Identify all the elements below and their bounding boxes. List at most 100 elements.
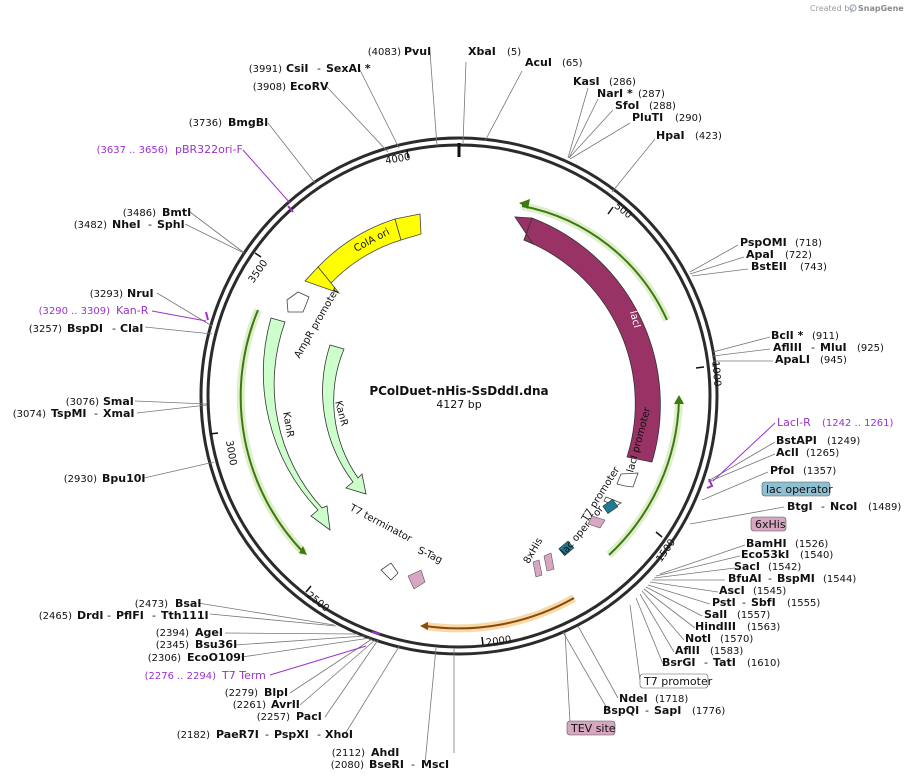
sali-pos: (1557) [737, 610, 770, 621]
credit-brand: SnapGene [858, 4, 904, 13]
ndei-name: NdeI [619, 692, 648, 705]
bamhi-name: BamHI [746, 537, 787, 550]
laci-body [523, 217, 661, 463]
bmgbi-pos: (3736) [189, 118, 222, 129]
bpu10i-name: Bpu10I [102, 472, 146, 485]
tspmi-pos: (3074) [13, 409, 46, 420]
xbai-pos: (5) [507, 47, 521, 58]
his8-arrow-1 [532, 559, 543, 578]
eco53ki-pos: (1540) [800, 550, 833, 561]
site-connectors [134, 51, 785, 765]
paer7i-pos: (2182) [177, 730, 210, 741]
kanr-primer-range: (3290 .. 3309) [39, 306, 111, 317]
paci-pos: (2257) [257, 712, 290, 723]
bspdi-sep: - [112, 322, 116, 335]
stag-arrow [407, 569, 426, 590]
bcli-pos: (911) [812, 331, 839, 342]
tspmi-sep: - [94, 407, 98, 420]
clai-name: ClaI [120, 322, 143, 335]
bspdi-name: BspDI [67, 322, 103, 335]
saci-name: SacI [734, 560, 760, 573]
blpi-name: BlpI [264, 686, 288, 699]
tspmi-name: TspMI [51, 407, 87, 420]
tick-3000: 3000 [223, 440, 238, 467]
mlui-pos: (925) [857, 343, 884, 354]
aflii-name: AflII [675, 644, 700, 657]
nari-name: NarI * [597, 87, 633, 100]
sbfi-name: SbfI [751, 596, 776, 609]
his8-arrow-2 [543, 552, 555, 572]
noti-name: NotI [685, 632, 711, 645]
kanr-outer-label: KanR [280, 411, 295, 438]
plasmid-length: 4127 bp [436, 398, 481, 411]
ecorv-name: EcoRV [290, 80, 329, 93]
sali-name: SalI [704, 608, 727, 621]
lac-operator-box-2 [558, 540, 575, 557]
pbr322ori-name: pBR322ori-F [175, 143, 243, 156]
ncoi-pos: (1489) [868, 502, 901, 513]
bsteii-name: BstEII [751, 260, 787, 273]
tick-4000: 4000 [384, 152, 411, 167]
afliii-sep: - [811, 341, 815, 354]
pvui-name: PvuI [404, 45, 431, 58]
nhei-sep: - [148, 218, 152, 231]
pflfi-sep: - [152, 609, 156, 622]
agei-name: AgeI [195, 626, 223, 639]
kasi-name: KasI [573, 75, 600, 88]
xhoi-name: XhoI [325, 728, 353, 741]
bspmi-name: BspMI [777, 572, 815, 585]
tick-3500: 3500 [247, 258, 271, 285]
tev-site-tag [566, 720, 616, 736]
t7-promoter-tag [639, 673, 709, 689]
eco53ki-name: Eco53kI [741, 548, 789, 561]
pfoi-name: PfoI [770, 464, 795, 477]
laci-label: lacI [627, 310, 642, 330]
ndei-pos: (1718) [655, 694, 688, 705]
laci-r-range: (1242 .. 1261) [822, 418, 894, 429]
nari-pos: (287) [638, 89, 665, 100]
pspxi-sep: - [317, 728, 321, 741]
bsu36i-name: Bsu36I [195, 638, 237, 651]
bfuai-sep: - [768, 572, 772, 585]
avrii-name: AvrII [271, 698, 300, 711]
cola-ori-arrowhead [304, 266, 341, 294]
bstapi-pos: (1249) [827, 436, 860, 447]
bsteii-pos: (743) [800, 262, 827, 273]
asci-pos: (1545) [753, 586, 786, 597]
pspomi-name: PspOMI [740, 236, 787, 249]
bspqi-name: BspQI [603, 704, 639, 717]
orf-orange [424, 597, 575, 630]
afliii-name: AflIII [773, 341, 802, 354]
t7-terminator-label: T7 terminator [347, 502, 415, 545]
apai-name: ApaI [746, 248, 774, 261]
pflfi-name: PflFI [116, 609, 144, 622]
bcli-name: BclI * [771, 329, 804, 342]
btgi-sep: - [821, 500, 825, 513]
bsrgi-sep: - [704, 656, 708, 669]
sbfi-pos: (1555) [787, 598, 820, 609]
t7term-name: T7 Term [221, 669, 266, 682]
tev-site-tag-label: TEV site [570, 722, 616, 735]
ahdi-name: AhdI [371, 746, 399, 759]
orf-green-left-arrowhead-icon [299, 546, 307, 555]
paci-name: PacI [296, 710, 322, 723]
asci-name: AscI [719, 584, 745, 597]
bsrgi-name: BsrGI [662, 656, 695, 669]
smai-pos: (3076) [66, 397, 99, 408]
ncoi-name: NcoI [830, 500, 857, 513]
orf-green-right [608, 399, 680, 556]
psti-sep: - [742, 596, 746, 609]
tick-2000: 2000 [485, 634, 512, 648]
apai-pos: (722) [785, 250, 812, 261]
sexai-name: SexAI * [326, 62, 371, 75]
pfoi-pos: (1357) [803, 466, 836, 477]
cola-ori-tail [394, 213, 422, 241]
orf-green-top-arrowhead-icon [519, 199, 530, 209]
ecorv-pos: (3908) [253, 82, 286, 93]
lac-operator-tag [761, 481, 831, 497]
noti-pos: (1570) [720, 634, 753, 645]
smai-name: SmaI [103, 395, 134, 408]
kanr-inner-arrow [322, 344, 367, 495]
lac-operator-box-1 [602, 498, 619, 514]
